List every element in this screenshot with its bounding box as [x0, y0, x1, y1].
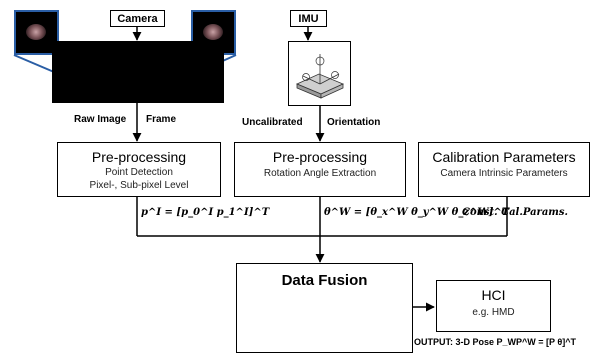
zoom-thumbnail-left: [14, 10, 59, 55]
theta-vector-equation: θ^W = [θ_x^W θ_y^W θ_z^W]^T: [324, 207, 510, 218]
preprocessing-camera-title: Pre-processing: [91, 149, 187, 165]
calibration-line1: Camera Intrinsic Parameters: [440, 168, 568, 179]
hci-title: HCI: [481, 287, 506, 303]
calibration-title: Calibration Parameters: [432, 149, 576, 165]
camera-label-box: Camera: [110, 10, 165, 27]
calibration-parameters-box: Calibration Parameters Camera Intrinsic …: [418, 142, 590, 197]
imu-device-icon: [295, 54, 345, 99]
preprocessing-camera-box: Pre-processing Point Detection Pixel-, S…: [57, 142, 221, 197]
frame-label: Frame: [146, 114, 177, 125]
imu-device-image: [288, 41, 351, 106]
preprocessing-imu-box: Pre-processing Rotation Angle Extraction: [234, 142, 406, 197]
constant-calibration-label: Const. Cal.Params.: [462, 207, 569, 218]
preprocessing-camera-line1: Point Detection: [105, 167, 173, 178]
preprocessing-imu-line1: Rotation Angle Extraction: [263, 168, 377, 179]
data-fusion-label: Data Fusion: [281, 272, 368, 289]
hci-box: HCI e.g. HMD: [436, 280, 551, 332]
imu-label: IMU: [298, 13, 319, 25]
zoom-line-left: [13, 54, 55, 73]
output-pose-label: OUTPUT: 3-D Pose P_WP^W = [P θ]^T: [414, 337, 576, 347]
preprocessing-camera-line2: Pixel-, Sub-pixel Level: [89, 180, 189, 191]
point-vector-equation: p^I = [p_0^I p_1^I]^T: [141, 207, 270, 218]
imu-label-box: IMU: [290, 10, 327, 27]
raw-image-label: Raw Image: [74, 114, 127, 125]
orientation-label: Orientation: [327, 117, 381, 128]
hci-subtitle: e.g. HMD: [472, 307, 515, 318]
camera-label: Camera: [117, 13, 158, 25]
camera-sensor-frame: [52, 41, 224, 103]
preprocessing-imu-title: Pre-processing: [272, 149, 368, 165]
data-fusion-box: Data Fusion: [236, 263, 413, 353]
uncalibrated-label: Uncalibrated: [242, 117, 303, 128]
